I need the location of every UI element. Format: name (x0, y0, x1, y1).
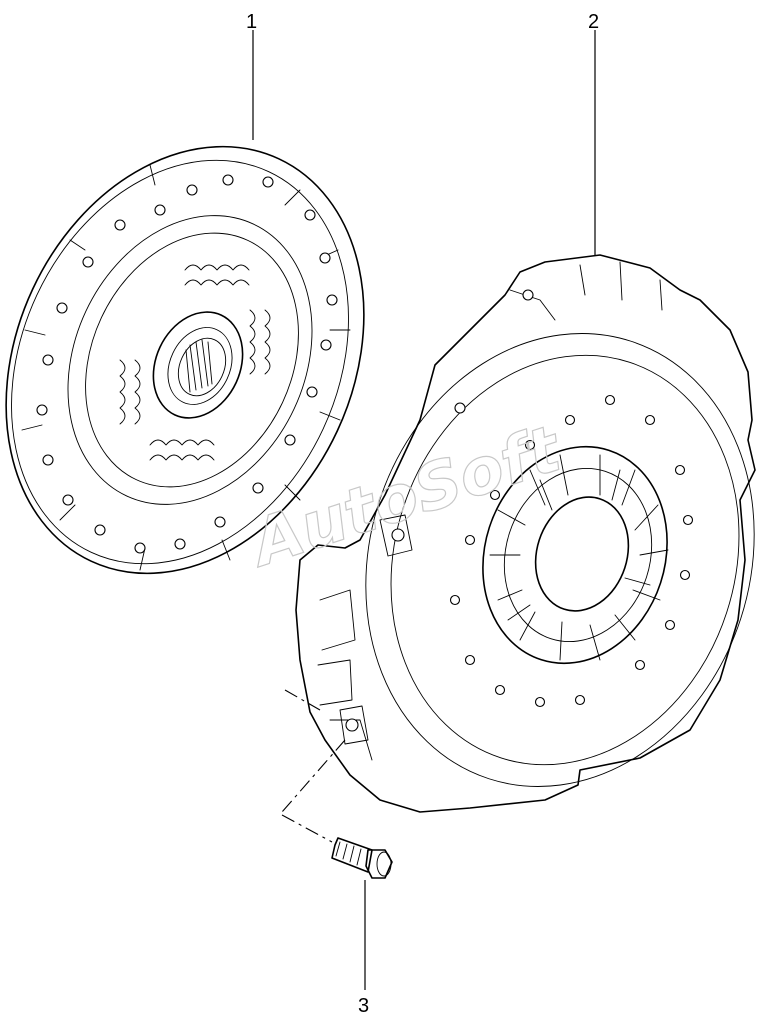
mounting-bolt (331, 837, 393, 879)
cover-bolt-holes (449, 394, 694, 708)
leader-lines (252, 30, 596, 990)
diaphragm-spring (482, 445, 669, 665)
friction-rivets (36, 174, 338, 554)
assembly-lines (281, 689, 346, 843)
pressure-plate (295, 254, 756, 813)
callout-2: 2 (588, 11, 599, 33)
clutch-disc (5, 145, 365, 575)
splined-hub (152, 311, 244, 419)
damper-springs (119, 264, 271, 461)
callout-3: 3 (358, 995, 369, 1017)
callout-1: 1 (246, 11, 257, 33)
